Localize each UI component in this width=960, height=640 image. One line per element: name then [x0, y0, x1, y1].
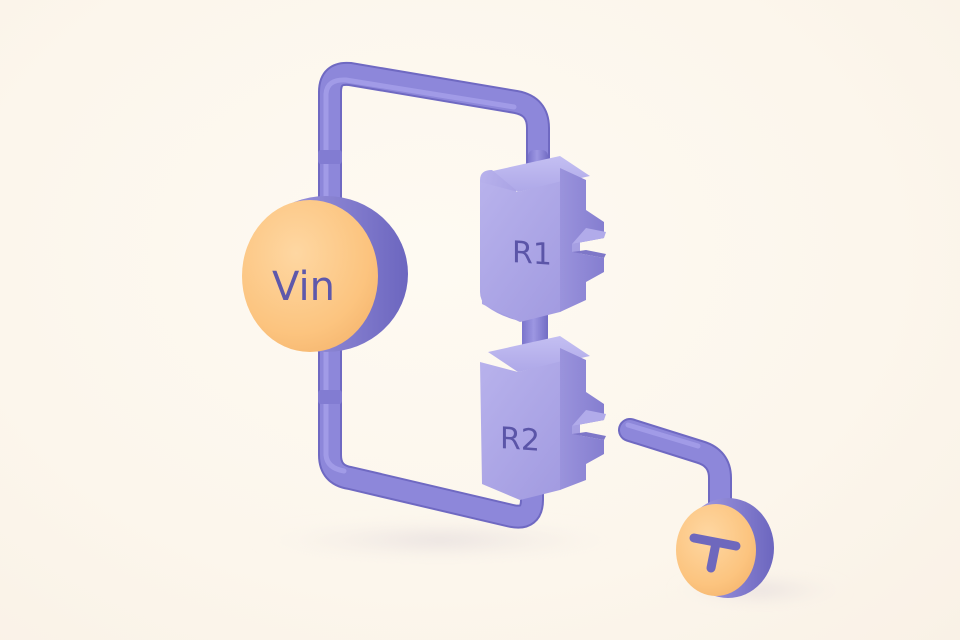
resistor-r1: R1 — [480, 150, 606, 322]
output-terminal: ⊤ — [0, 0, 774, 598]
voltage-source-vin: Vin — [242, 196, 408, 352]
wire-output — [618, 418, 732, 517]
output-label: ⊤ — [0, 0, 14, 4]
r1-label: R1 — [512, 235, 552, 273]
vin-label: Vin — [272, 264, 335, 310]
wire-top — [318, 61, 550, 222]
r2-label: R2 — [500, 421, 540, 459]
wire-bottom — [318, 328, 544, 529]
tee-symbol-icon — [689, 533, 741, 573]
resistor-r2: R2 — [480, 336, 606, 500]
